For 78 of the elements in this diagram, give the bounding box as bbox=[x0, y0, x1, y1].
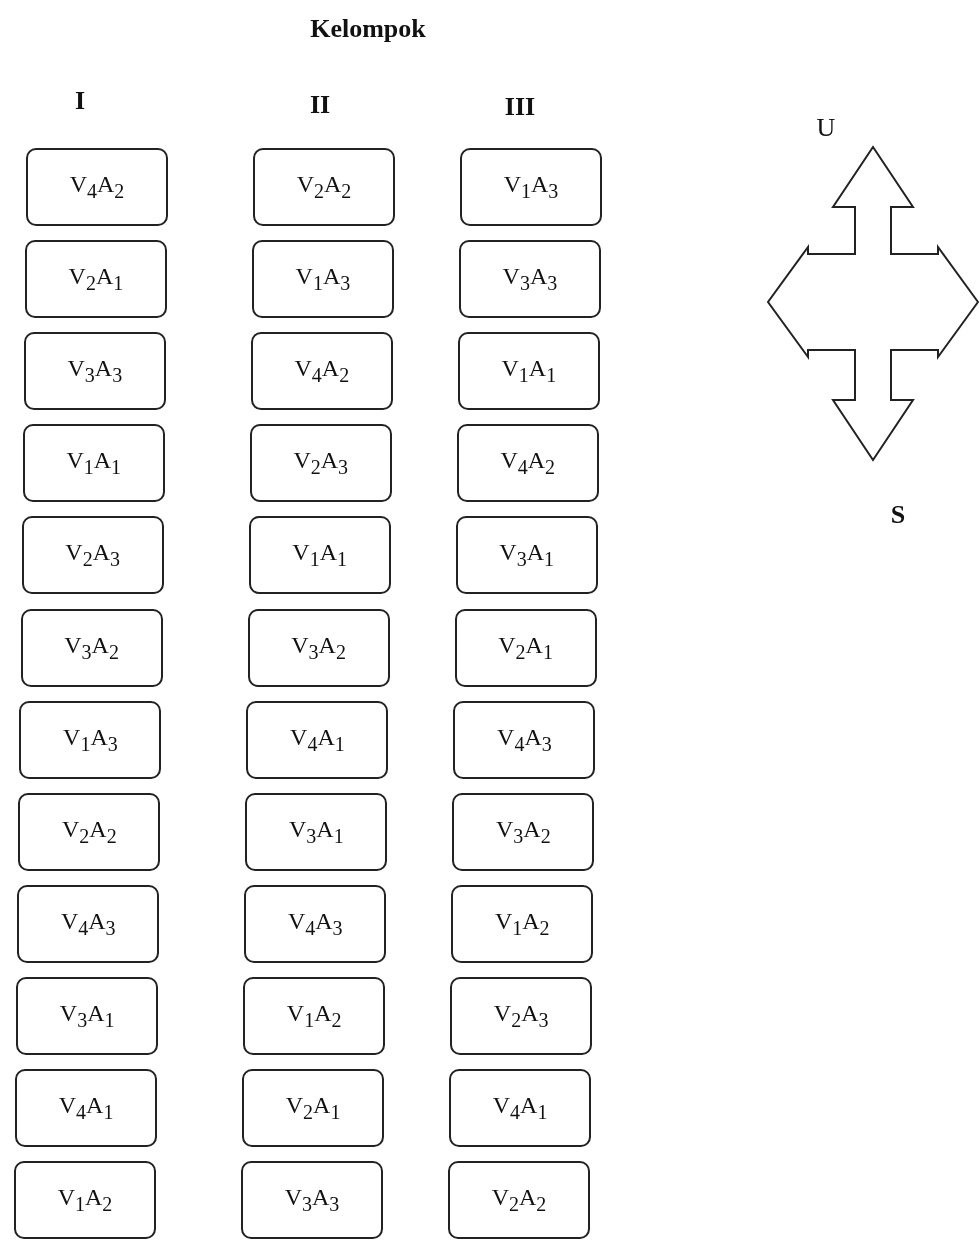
treatment-code: V$_{2}$A$_{1}$ bbox=[498, 631, 553, 664]
treatment-code: V$_{3}$A$_{3}$ bbox=[284, 1184, 340, 1216]
treatment-box bbox=[253, 148, 395, 226]
treatment-box bbox=[22, 424, 165, 503]
treatment-code: V$_{3}$A$_{1}$ bbox=[499, 539, 554, 572]
treatment-code: V$_{1}$A$_{2}$ bbox=[57, 1184, 113, 1216]
treatment-box bbox=[243, 976, 386, 1055]
treatment-box bbox=[248, 516, 391, 595]
treatment-box bbox=[452, 792, 595, 871]
treatment-box bbox=[448, 1161, 590, 1240]
treatment-box bbox=[455, 516, 598, 595]
treatment-box bbox=[250, 332, 393, 411]
treatment-box bbox=[242, 1069, 385, 1147]
treatment-code: V$_{3}$A$_{2}$ bbox=[64, 631, 119, 664]
compass-direction-label: U bbox=[816, 113, 836, 143]
treatment-box bbox=[18, 792, 161, 871]
treatment-box bbox=[251, 240, 394, 319]
treatment-code: V$_{3}$A$_{2}$ bbox=[291, 631, 346, 664]
treatment-box bbox=[249, 424, 392, 503]
treatment-code: V$_{1}$A$_{3}$ bbox=[503, 171, 559, 203]
treatment-code: V$_{4}$A$_{1}$ bbox=[290, 723, 345, 756]
treatment-code: V$_{3}$A$_{1}$ bbox=[59, 1000, 115, 1032]
treatment-code: V$_{2}$A$_{2}$ bbox=[296, 171, 352, 203]
treatment-box bbox=[450, 976, 593, 1055]
treatment-code: V$_{4}$A$_{1}$ bbox=[58, 1092, 114, 1124]
treatment-code: V$_{1}$A$_{2}$ bbox=[494, 907, 550, 940]
treatment-box bbox=[19, 700, 162, 779]
treatment-code: V$_{4}$A$_{2}$ bbox=[69, 171, 125, 203]
treatment-box bbox=[451, 884, 594, 963]
treatment-code: V$_{4}$A$_{2}$ bbox=[294, 355, 350, 388]
treatment-code: V$_{1}$A$_{1}$ bbox=[66, 447, 122, 480]
treatment-box bbox=[246, 700, 389, 779]
column-heading: II bbox=[309, 90, 331, 120]
treatment-code: V$_{2}$A$_{1}$ bbox=[68, 263, 124, 295]
treatment-code: V$_{1}$A$_{3}$ bbox=[295, 263, 351, 295]
treatment-box bbox=[449, 1069, 592, 1147]
treatment-box bbox=[454, 608, 597, 687]
treatment-code: V$_{2}$A$_{2}$ bbox=[491, 1184, 547, 1216]
compass-direction-label: S bbox=[890, 500, 906, 530]
treatment-box bbox=[26, 148, 168, 226]
treatment-box bbox=[14, 1161, 156, 1240]
treatment-box bbox=[244, 884, 387, 963]
treatment-code: V$_{3}$A$_{3}$ bbox=[67, 355, 123, 388]
treatment-code: V$_{4}$A$_{1}$ bbox=[492, 1092, 548, 1124]
treatment-box bbox=[23, 332, 166, 411]
treatment-code: V$_{1}$A$_{2}$ bbox=[286, 1000, 342, 1032]
treatment-box bbox=[20, 608, 163, 687]
treatment-code: V$_{4}$A$_{3}$ bbox=[60, 907, 116, 940]
treatment-code: V$_{2}$A$_{3}$ bbox=[293, 447, 349, 480]
treatment-code: V$_{2}$A$_{1}$ bbox=[285, 1092, 341, 1124]
column-heading: III bbox=[504, 92, 536, 122]
treatment-box bbox=[241, 1161, 383, 1240]
treatment-code: V$_{4}$A$_{3}$ bbox=[497, 723, 552, 756]
treatment-code: V$_{2}$A$_{3}$ bbox=[493, 1000, 549, 1032]
treatment-code: V$_{3}$A$_{3}$ bbox=[502, 263, 558, 295]
treatment-box bbox=[456, 424, 599, 503]
treatment-box bbox=[16, 976, 159, 1055]
treatment-box bbox=[21, 516, 164, 595]
title: Kelompok bbox=[310, 14, 426, 44]
treatment-box bbox=[245, 792, 388, 871]
treatment-box bbox=[15, 1069, 158, 1147]
treatment-code: V$_{1}$A$_{3}$ bbox=[63, 723, 118, 756]
treatment-box bbox=[247, 608, 390, 687]
treatment-code: V$_{4}$A$_{2}$ bbox=[500, 447, 556, 480]
treatment-code: V$_{2}$A$_{2}$ bbox=[62, 815, 117, 848]
treatment-box bbox=[457, 332, 600, 411]
treatment-code: V$_{3}$A$_{1}$ bbox=[289, 815, 344, 848]
treatment-box bbox=[460, 148, 602, 226]
column-heading: I bbox=[74, 86, 86, 116]
treatment-box bbox=[24, 240, 167, 319]
treatment-code: V$_{2}$A$_{3}$ bbox=[65, 539, 120, 572]
treatment-code: V$_{4}$A$_{3}$ bbox=[287, 907, 343, 940]
treatment-box bbox=[453, 700, 596, 779]
treatment-code: V$_{1}$A$_{1}$ bbox=[501, 355, 557, 388]
treatment-box bbox=[458, 240, 601, 319]
treatment-box bbox=[17, 884, 160, 963]
treatment-code: V$_{3}$A$_{2}$ bbox=[496, 815, 551, 848]
treatment-code: V$_{1}$A$_{1}$ bbox=[292, 539, 347, 572]
